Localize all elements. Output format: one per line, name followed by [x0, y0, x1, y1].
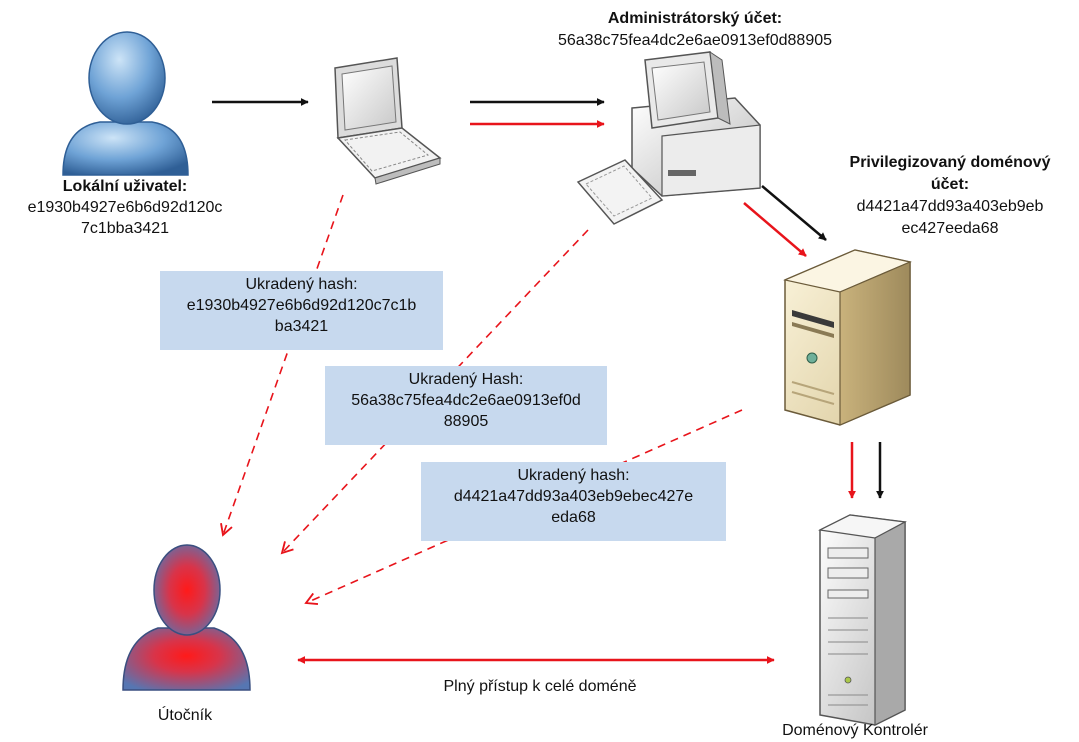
stolen-hash-box-admin-line2: 88905	[443, 413, 489, 430]
stolen-hash-box-privileged: Ukradený hash: d4421a47dd93a403eb9ebec42…	[421, 462, 726, 541]
arrow-pc-to-server-red	[743, 202, 807, 257]
stolen-hash-box-admin-title: Ukradený Hash:	[408, 371, 524, 388]
stolen-hash-box-local-line2: ba3421	[274, 318, 329, 335]
stolen-hash-box-local: Ukradený hash: e1930b4927e6b6d92d120c7c1…	[160, 271, 443, 350]
arrow-pc-to-server-black	[761, 185, 827, 241]
attacker-icon	[122, 544, 251, 691]
privileged-account-hash-line2: ec427eeda68	[901, 220, 999, 237]
privileged-account-title-line1: Privilegizovaný doménový	[849, 154, 1051, 171]
domain-controller-label: Doménový Kontrolér	[782, 722, 928, 739]
dashed-arrow-laptop-to-attacker	[220, 194, 344, 537]
admin-account-hash: 56a38c75fea4dc2e6ae0913ef0d88905	[557, 32, 833, 49]
stolen-hash-box-local-line1: e1930b4927e6b6d92d120c7c1b	[186, 297, 417, 314]
local-user-hash-line2: 7c1bba3421	[80, 220, 170, 237]
laptop-icon	[334, 57, 442, 185]
dashed-arrow-pc-to-attacker	[280, 229, 589, 555]
stolen-hash-box-privileged-line1: d4421a47dd93a403eb9ebec427e	[453, 488, 694, 505]
local-user-hash-line1: e1930b4927e6b6d92d120c	[27, 199, 223, 216]
server-icon	[783, 249, 912, 426]
stolen-hash-box-admin-line1: 56a38c75fea4dc2e6ae0913ef0d	[351, 392, 581, 409]
desktop-pc-icon	[576, 50, 761, 225]
stolen-hash-box-privileged-title: Ukradený hash:	[517, 467, 630, 484]
local-user-title: Lokální uživatel:	[62, 178, 188, 195]
stolen-hash-box-local-title: Ukradený hash:	[245, 276, 358, 293]
domain-controller-icon	[818, 514, 907, 726]
privileged-account-title-line2: účet:	[930, 176, 970, 193]
local-user-icon	[62, 31, 189, 176]
admin-account-title: Administrátorský účet:	[607, 10, 783, 27]
full-access-label: Plný přístup k celé doméně	[443, 678, 637, 695]
stolen-hash-box-admin: Ukradený Hash: 56a38c75fea4dc2e6ae0913ef…	[325, 366, 607, 445]
stolen-hash-box-privileged-line2: eda68	[551, 509, 596, 526]
attacker-label: Útočník	[157, 707, 213, 724]
privileged-account-hash-line1: d4421a47dd93a403eb9eb	[856, 198, 1044, 215]
